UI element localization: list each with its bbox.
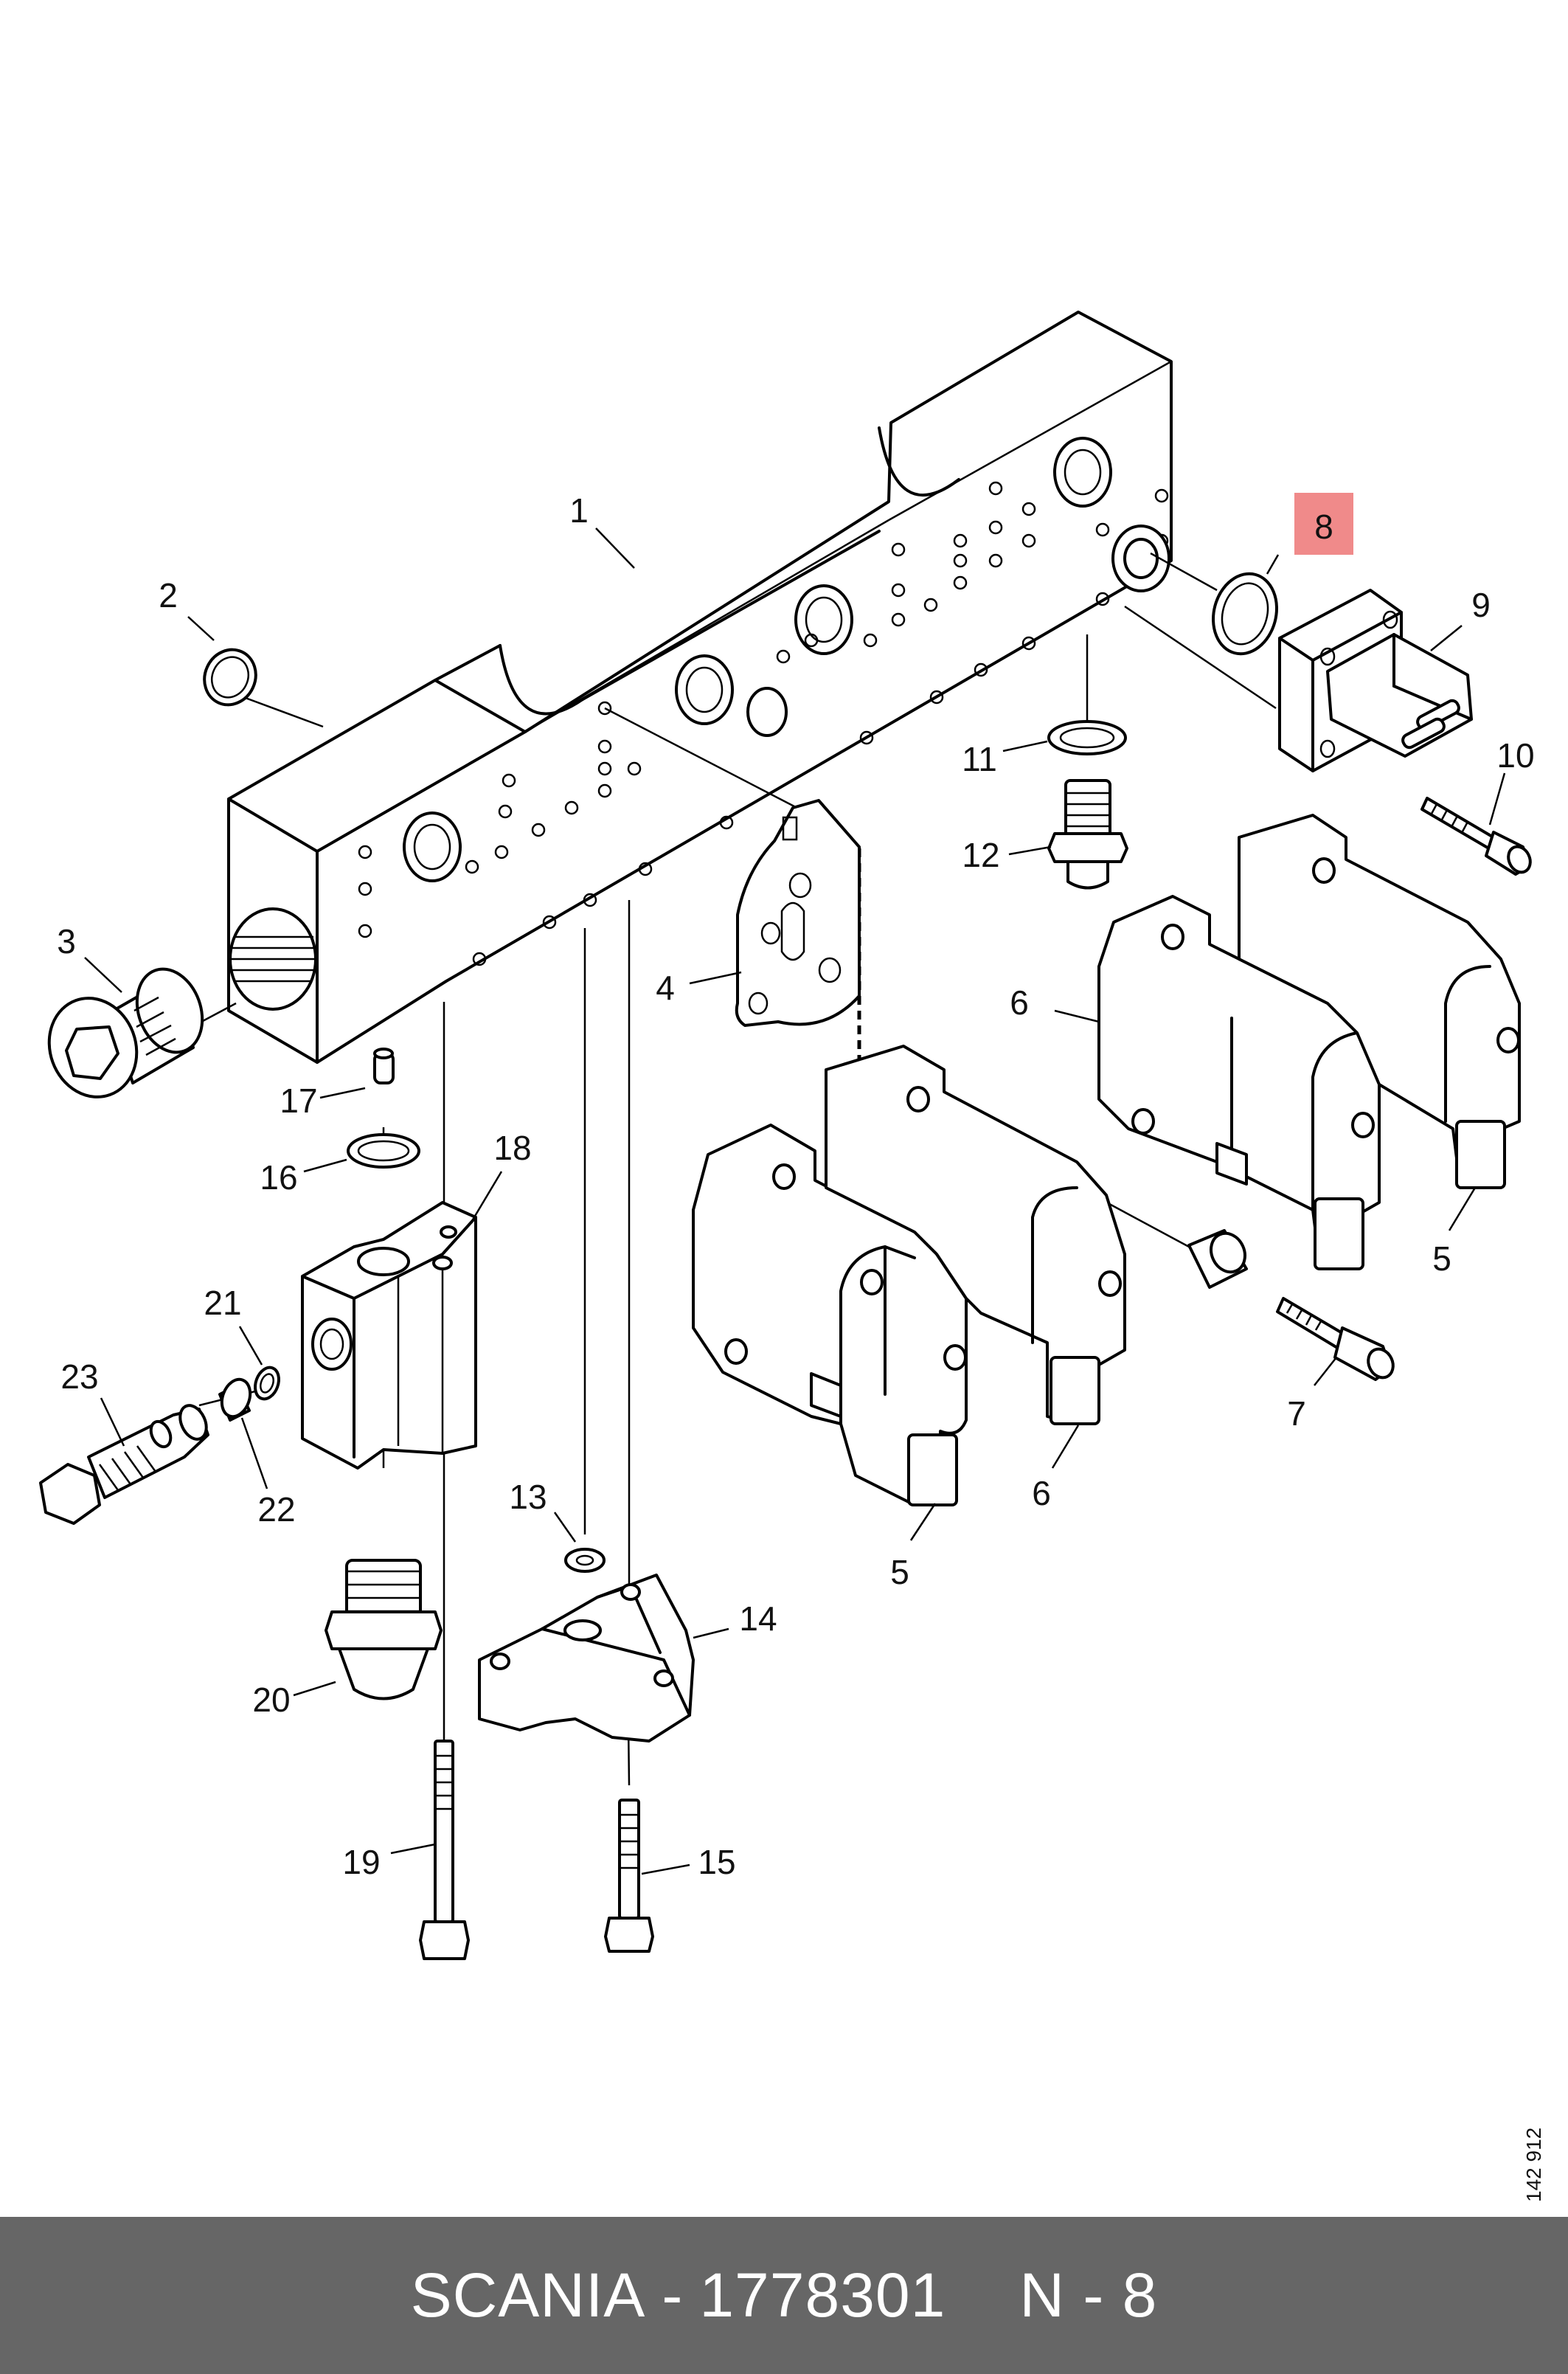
callout-6b: 6: [1010, 983, 1029, 1022]
highlight-callout-8: [1294, 493, 1353, 555]
callout-1: 1: [569, 491, 589, 530]
callout-21: 21: [204, 1284, 241, 1322]
callout-22: 22: [257, 1490, 295, 1529]
valve-block-part-1: [227, 311, 1173, 1064]
callout-20: 20: [252, 1681, 290, 1719]
footer-part-number: 1778301: [699, 2260, 946, 2330]
drawing-number: 142 912: [1522, 2106, 1552, 2202]
callout-2: 2: [159, 576, 178, 615]
drawing-number-text: 142 912: [1522, 2127, 1545, 2202]
sensor-part-9: [1278, 589, 1473, 772]
callout-12: 12: [962, 836, 999, 874]
cap-part-17: [373, 1048, 395, 1084]
connector-part-20: [325, 1559, 443, 1700]
o-ring-part-8: [1212, 572, 1278, 656]
bolt-part-19: [419, 1740, 470, 1960]
solenoid-valve-rear-part-6: [825, 1045, 1126, 1425]
callout-leaders: [84, 527, 1506, 1875]
callout-6a: 6: [1032, 1474, 1051, 1512]
callout-numbers: 1 2 3 4 5 5 6 6 7 8 9 10 11 12 13 14 15 …: [57, 491, 1534, 1881]
callout-23: 23: [60, 1357, 98, 1396]
bolt-part-10: [1420, 797, 1532, 876]
plug-part-3: [47, 967, 204, 1098]
callout-8: 8: [1314, 508, 1333, 546]
gasket-part-4: [735, 799, 861, 1027]
callout-14: 14: [739, 1599, 777, 1638]
solenoid-valve-right-part-6: [1097, 895, 1381, 1270]
banjo-bolt-part-23: [39, 1404, 209, 1525]
callout-5a: 5: [890, 1553, 909, 1591]
footer-separator: -: [662, 2260, 684, 2330]
exploded-parts-diagram: 1 2 3 4 5 5 6 6 7 8 9 10 11 12 13 14 15 …: [39, 311, 1535, 1960]
callout-18: 18: [493, 1129, 531, 1167]
o-ring-part-11: [1047, 720, 1127, 755]
washer-part-13: [564, 1548, 606, 1573]
solenoid-valve-far-part-5: [1238, 814, 1521, 1189]
bracket-part-14: [478, 1574, 695, 1743]
solenoid-valve-front-part-5: [692, 1124, 968, 1506]
callout-7: 7: [1287, 1394, 1306, 1433]
callout-11: 11: [962, 740, 997, 778]
callout-4: 4: [656, 969, 675, 1007]
footer-brand: SCANIA: [410, 2260, 646, 2330]
union-part-12: [1047, 779, 1128, 890]
callout-13: 13: [509, 1478, 547, 1516]
callout-10: 10: [1496, 736, 1534, 775]
o-ring-part-21: [254, 1366, 280, 1401]
bolt-part-15: [604, 1799, 654, 1953]
spacer-and-bolt-part-7: [1187, 1229, 1395, 1381]
callout-5b: 5: [1432, 1239, 1451, 1278]
o-ring-part-2: [203, 648, 257, 707]
callout-17: 17: [280, 1082, 317, 1120]
sleeve-part-22: [218, 1377, 252, 1422]
callout-15: 15: [698, 1843, 735, 1881]
footer-bar: SCANIA - 1778301 N - 8: [0, 2217, 1568, 2374]
callout-16: 16: [260, 1158, 297, 1197]
callout-19: 19: [342, 1843, 380, 1881]
callout-9: 9: [1471, 586, 1491, 624]
footer-position: N - 8: [1019, 2260, 1158, 2330]
o-ring-part-16: [347, 1133, 420, 1169]
manifold-part-18: [301, 1201, 477, 1470]
callout-3: 3: [57, 922, 76, 961]
